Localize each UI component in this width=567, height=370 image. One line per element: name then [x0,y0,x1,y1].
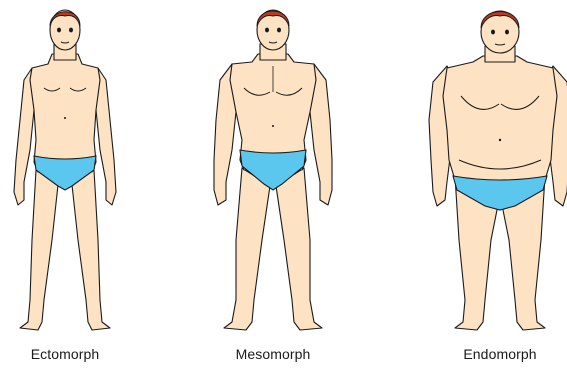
endomorph-label: Endomorph [415,346,567,362]
mesomorph-illustration [188,0,358,340]
ectomorph-right-leg [72,170,110,330]
endomorph-figure: Endomorph [415,0,567,370]
endomorph-torso [443,56,557,180]
mesomorph-right-leg [276,168,322,330]
endomorph-illustration [415,0,567,340]
ectomorph-label: Ectomorph [0,346,150,362]
ectomorph-figure: Ectomorph [0,0,150,370]
mesomorph-label: Mesomorph [188,346,358,362]
ectomorph-left-leg [20,170,58,330]
ectomorph-torso [30,54,100,172]
mesomorph-left-leg [224,168,270,330]
mesomorph-figure: Mesomorph [188,0,358,370]
ectomorph-illustration [0,0,150,340]
